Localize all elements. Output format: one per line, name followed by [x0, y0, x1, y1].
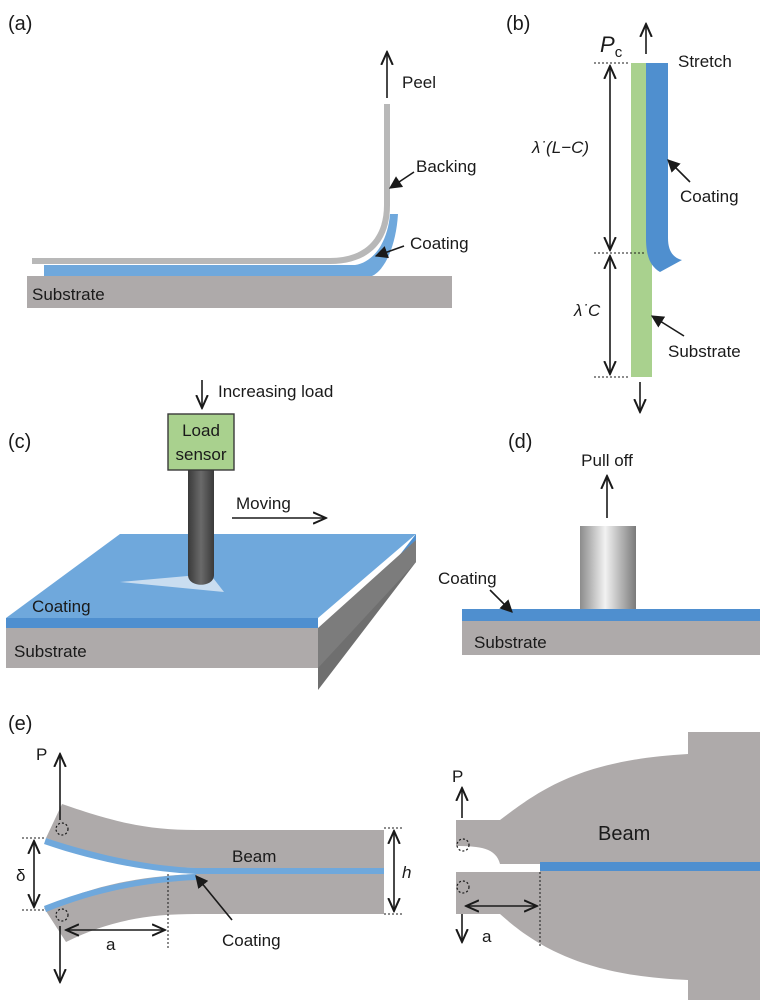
- panel-a: (a) Peel Backing Coating Substrate: [8, 13, 476, 308]
- panel-d-coating-label: Coating: [438, 569, 497, 588]
- panel-e-left-lower-arm: [44, 874, 384, 942]
- panel-b-substrate-pointer: [650, 315, 685, 337]
- panel-e-left-beam-label: Beam: [232, 847, 276, 866]
- panel-e-left-upper-coating: [44, 838, 384, 874]
- panel-d-coating: [462, 609, 760, 621]
- panel-c-label: (c): [8, 431, 31, 453]
- panel-b-dim-upper-label: λ˙(L−C): [531, 138, 589, 157]
- panel-e-right-pin-lower: [456, 880, 470, 894]
- panel-e-right-beam-label: Beam: [598, 823, 650, 845]
- panel-e-coating-label: Coating: [222, 931, 281, 950]
- panel-d-substrate-label: Substrate: [474, 633, 547, 652]
- panel-c-probe: [188, 468, 214, 585]
- panel-c-substrate-side: [318, 540, 416, 668]
- panel-e-left-pin-upper: [55, 822, 69, 836]
- panel-e-h-label: h: [402, 863, 411, 882]
- panel-d-coating-pointer: [489, 589, 513, 613]
- panel-e-right-coating: [540, 862, 760, 871]
- panel-c: (c) Increasing load Load sensor Moving C…: [6, 380, 416, 690]
- panel-e-left-a-label: a: [106, 935, 116, 954]
- panel-c-substrate-label: Substrate: [14, 642, 87, 661]
- panel-b-coating-label: Coating: [680, 187, 739, 206]
- panel-e-right-a-label: a: [482, 927, 492, 946]
- panel-c-substrate-front: [6, 628, 318, 668]
- panel-b-dim-lower-label: λ˙C: [573, 301, 601, 320]
- panel-b-substrate-label: Substrate: [668, 342, 741, 361]
- panel-a-substrate: [27, 276, 452, 308]
- panel-e-right-load-label: P: [452, 767, 463, 786]
- panel-a-coating-label: Coating: [410, 234, 469, 253]
- panel-a-backing-pointer: [388, 171, 415, 189]
- panel-b-force-symbol: Pc: [600, 32, 623, 61]
- panel-a-coating: [44, 214, 398, 276]
- panel-e-left: (e) P δ h Beam a Coating: [8, 713, 411, 982]
- panel-e-left-pin-lower: [55, 908, 69, 922]
- panel-c-moving-label: Moving: [236, 494, 291, 513]
- panel-c-load-sensor: [167, 413, 235, 471]
- panel-b-stretch-label: Stretch: [678, 52, 732, 71]
- panel-c-coating-label: Coating: [32, 597, 91, 616]
- panel-c-increasing-load-label: Increasing load: [218, 382, 333, 401]
- panel-a-backing-label: Backing: [416, 157, 476, 176]
- panel-b-coating-pointer: [667, 159, 691, 183]
- panel-b-label: (b): [506, 13, 530, 35]
- panel-c-load-sensor-line2: sensor: [175, 445, 226, 464]
- panel-e-left-load-label: P: [36, 745, 47, 764]
- panel-a-label: (a): [8, 13, 32, 35]
- panel-e-right-pin-upper: [456, 838, 470, 852]
- panel-e-right-lower-beam: [456, 871, 760, 1000]
- panel-e-label: (e): [8, 713, 32, 735]
- panel-d-dolly: [580, 526, 636, 610]
- panel-e-coating-pointer: [195, 875, 233, 921]
- panel-a-backing: [32, 104, 390, 264]
- panel-b: (b) Pc λ˙(L−C) λ˙C Stretch Coating Subst…: [506, 13, 741, 412]
- panel-e-right: P Beam a: [452, 732, 760, 1000]
- panel-e-right-upper-beam: [456, 732, 760, 864]
- panel-c-load-sensor-line1: Load: [182, 421, 220, 440]
- panel-e-delta-label: δ: [16, 866, 25, 885]
- panel-d-pull-off-label: Pull off: [581, 451, 633, 470]
- panel-d: (d) Pull off Coating Substrate: [438, 431, 760, 655]
- panel-d-label: (d): [508, 431, 532, 453]
- panel-a-coating-pointer: [374, 245, 405, 259]
- panel-e-left-lower-coating: [44, 874, 196, 912]
- panel-d-substrate: [462, 621, 760, 655]
- panel-c-coating-front: [6, 618, 318, 628]
- panel-a-substrate-label: Substrate: [32, 285, 105, 304]
- panel-a-peel-label: Peel: [402, 73, 436, 92]
- panel-b-coating-strip: [646, 63, 682, 272]
- panel-e-left-upper-arm: [46, 804, 384, 868]
